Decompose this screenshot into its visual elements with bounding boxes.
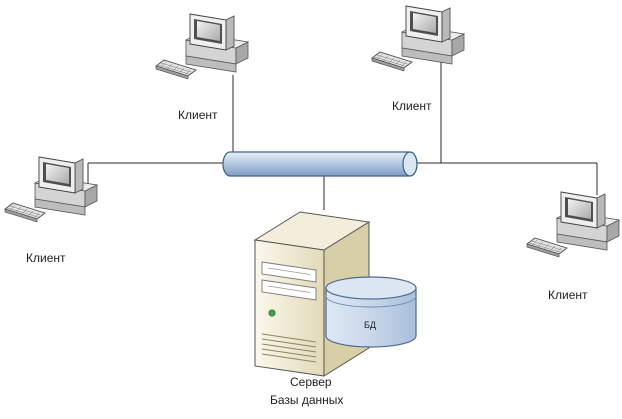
desktop-computer-icon	[526, 191, 620, 258]
client-top-left: Клиент	[155, 13, 249, 122]
client-label: Клиент	[548, 288, 588, 302]
client-label: Клиент	[178, 108, 218, 122]
server-tower-icon	[253, 211, 371, 377]
desktop-computer-icon	[155, 13, 249, 80]
client-top-right: Клиент	[371, 5, 465, 113]
server-label-line2: Базы данных	[270, 393, 343, 407]
client-label: Клиент	[26, 251, 66, 265]
database-server: БД Сервер Базы данных	[253, 211, 417, 407]
database-label: БД	[364, 320, 376, 330]
database-cylinder-icon: БД	[325, 276, 417, 348]
client-left: Клиент	[4, 156, 98, 265]
desktop-computer-icon	[371, 5, 465, 72]
server-label-line1: Сервер	[290, 375, 332, 389]
client-label: Клиент	[392, 99, 432, 113]
network-bus	[222, 151, 418, 177]
client-right: Клиент	[526, 191, 620, 302]
desktop-computer-icon	[4, 156, 98, 223]
network-links	[87, 60, 598, 210]
